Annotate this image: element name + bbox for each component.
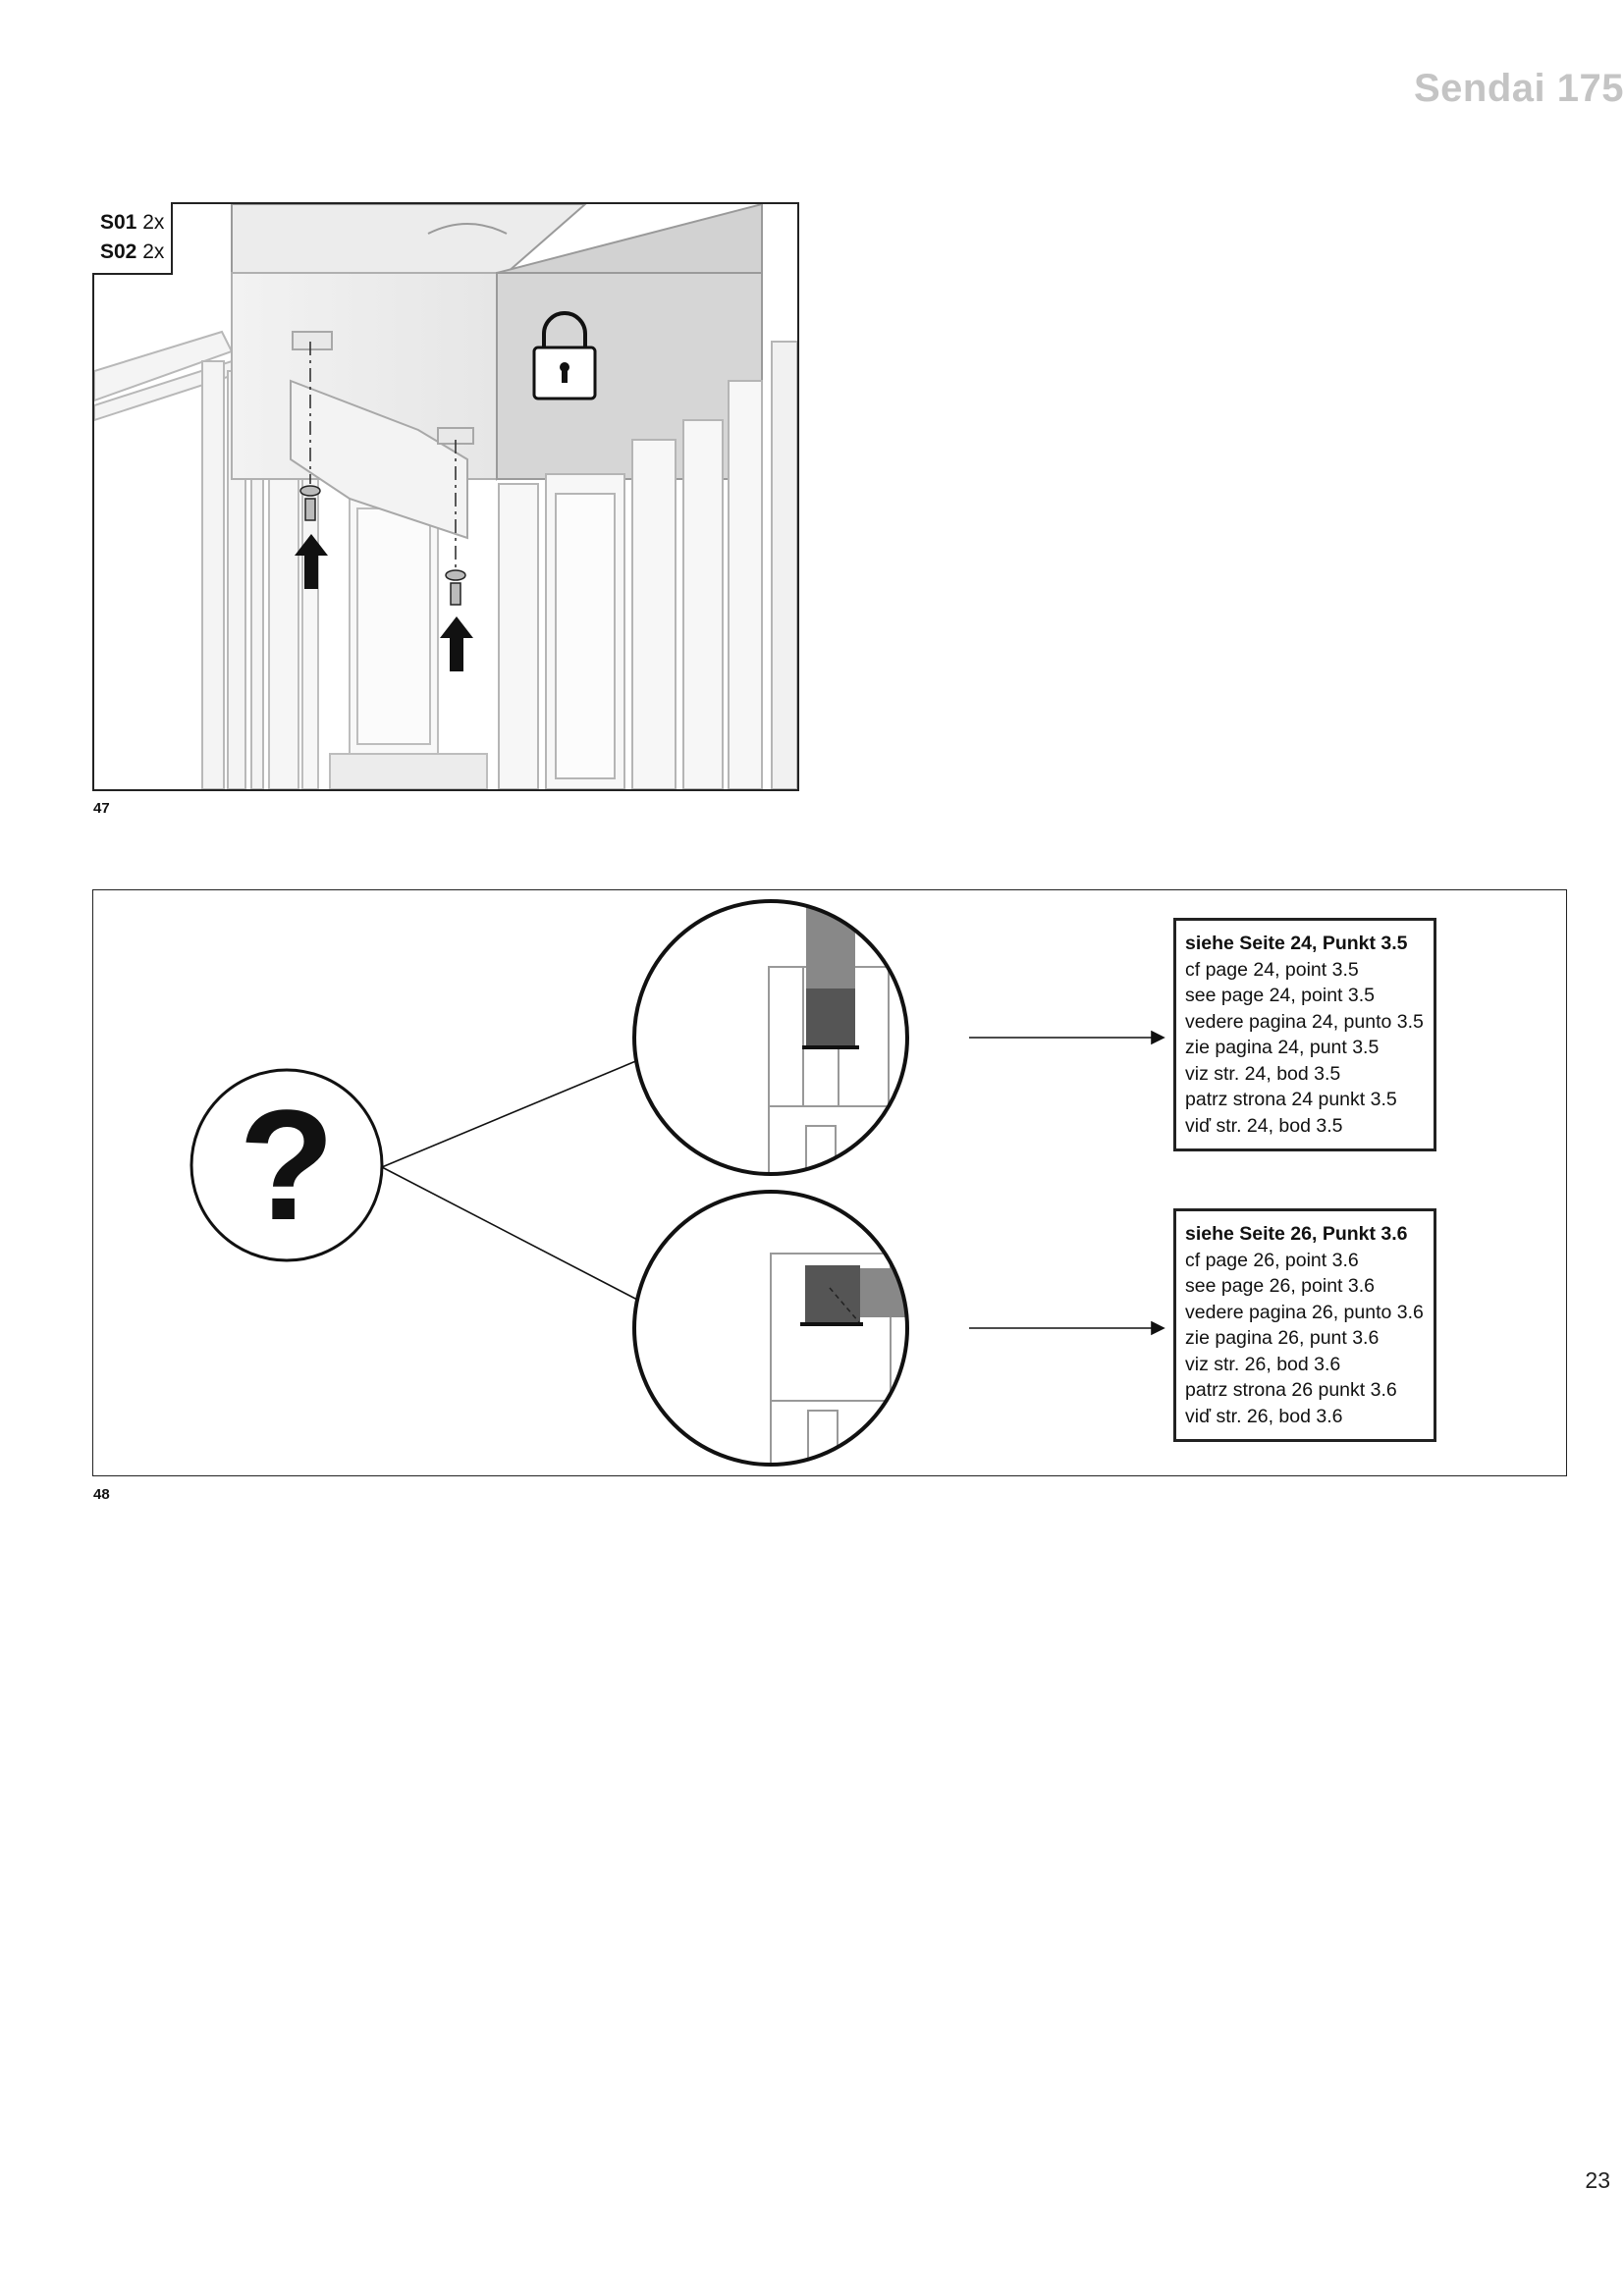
question-circle xyxy=(189,1068,384,1262)
figure-47-illustration xyxy=(94,204,797,789)
detail-circle-vertical-flue xyxy=(632,899,909,1176)
arrow-up-icon xyxy=(295,534,328,589)
figure-48: ? siehe Seite 24, Punkt 3.5 cf page 24, … xyxy=(92,889,1567,1476)
arrow-right-icon xyxy=(969,1320,1165,1336)
reference-line: viď str. 24, bod 3.5 xyxy=(1185,1114,1343,1137)
reference-line: vedere pagina 26, punto 3.6 xyxy=(1185,1301,1424,1323)
detail-circle-horizontal-flue xyxy=(632,1190,909,1467)
reference-line: cf page 26, point 3.6 xyxy=(1185,1249,1359,1271)
reference-line: zie pagina 24, punt 3.5 xyxy=(1185,1037,1380,1058)
page-header-title: Sendai 175 xyxy=(1413,67,1624,110)
reference-line: see page 24, point 3.5 xyxy=(1185,985,1375,1006)
reference-line: viď str. 26, bod 3.6 xyxy=(1185,1405,1343,1427)
reference-box-3-6: siehe Seite 26, Punkt 3.6 cf page 26, po… xyxy=(1173,1208,1436,1442)
reference-line: zie pagina 26, punt 3.6 xyxy=(1185,1327,1380,1349)
arrow-up-icon xyxy=(440,616,473,671)
part-row: S02 2x xyxy=(100,240,165,263)
reference-title: siehe Seite 24, Punkt 3.5 xyxy=(1185,933,1408,954)
page-number: 23 xyxy=(1585,2167,1610,2193)
figure-47 xyxy=(92,202,799,791)
figure-number-47: 47 xyxy=(93,800,110,817)
reference-line: cf page 24, point 3.5 xyxy=(1185,958,1359,981)
figure-number-48: 48 xyxy=(93,1486,110,1503)
figure-48-diagram xyxy=(189,899,1165,1467)
arrow-right-icon xyxy=(969,1030,1165,1045)
reference-title: siehe Seite 26, Punkt 3.6 xyxy=(1185,1223,1408,1245)
screw-right xyxy=(445,569,466,606)
reference-line: see page 26, point 3.6 xyxy=(1185,1275,1375,1297)
reference-line: viz str. 26, bod 3.6 xyxy=(1185,1353,1341,1375)
screw-left xyxy=(299,485,321,521)
reference-line: viz str. 24, bod 3.5 xyxy=(1185,1062,1341,1085)
reference-box-3-5: siehe Seite 24, Punkt 3.5 cf page 24, po… xyxy=(1173,918,1436,1151)
reference-line: patrz strona 24 punkt 3.5 xyxy=(1185,1089,1397,1110)
part-row: S01 2x xyxy=(100,211,165,234)
padlock-icon xyxy=(532,311,597,400)
reference-line: vedere pagina 24, punto 3.5 xyxy=(1185,1010,1424,1033)
reference-line: patrz strona 26 punkt 3.6 xyxy=(1185,1379,1397,1401)
parts-list: S01 2x S02 2x xyxy=(92,202,173,275)
question-mark: ? xyxy=(239,1077,335,1253)
